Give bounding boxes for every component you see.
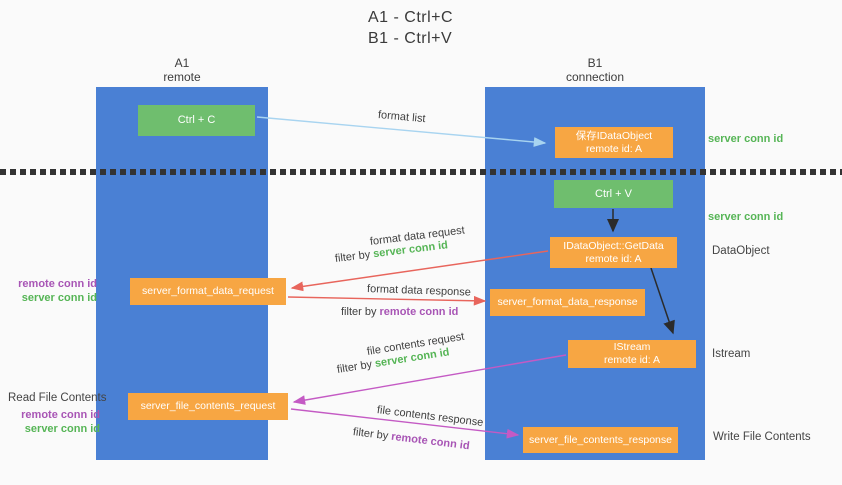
left-bottom-conn-ids: remote conn id server conn id [8, 409, 100, 436]
save-idataobject-line1: 保存IDataObject [575, 129, 653, 142]
label-istream-side: Istream [712, 348, 751, 360]
filter-id-remote-conn-1: remote conn id [379, 306, 459, 318]
node-server-file-contents-request: server_file_contents_request [128, 393, 288, 420]
lane-a1-role: remote [163, 70, 201, 84]
label-remote-conn-id-bottom: remote conn id [21, 409, 100, 421]
node-server-file-contents-response: server_file_contents_response [523, 427, 678, 453]
node-save-idataobject: 保存IDataObject remote id: A [555, 127, 673, 158]
lane-b1-role: connection [565, 70, 625, 84]
lane-a1-header: A1 remote [96, 56, 268, 84]
copy-paste-divider-dotted-line [0, 169, 842, 175]
node-server-format-data-request: server_format_data_request [130, 278, 286, 305]
server-file-contents-response-label: server_file_contents_response [528, 433, 672, 446]
ctrl-c-label: Ctrl + C [177, 114, 216, 126]
server-format-data-request-label: server_format_data_request [142, 285, 274, 297]
label-server-conn-id-top: server conn id [708, 133, 784, 145]
server-format-data-response-label: server_format_data_response [497, 296, 638, 308]
server-file-contents-request-label: server_file_contents_request [140, 400, 276, 412]
ctrl-v-label: Ctrl + V [595, 187, 632, 200]
title-line-b1: B1 - Ctrl+V [368, 30, 453, 47]
label-write-file-contents: Write File Contents [713, 431, 811, 443]
label-read-file-contents: Read File Contents [8, 392, 107, 404]
lane-a1-name: A1 [174, 56, 190, 70]
getdata-line2: remote id: A [585, 252, 642, 265]
label-filter-by-remote-conn-id-2: filter by remote conn id [352, 426, 470, 452]
label-server-conn-id-left-bottom: server conn id [24, 422, 100, 435]
node-istream: IStream remote id: A [568, 340, 696, 368]
save-idataobject-line2: remote id: A [585, 142, 643, 155]
istream-line2: remote id: A [603, 354, 661, 366]
filter-by-prefix-2: filter by [341, 306, 380, 318]
filter-id-remote-conn-2: remote conn id [390, 430, 471, 453]
node-server-format-data-response: server_format_data_response [490, 289, 645, 316]
node-idataobject-getdata: IDataObject::GetData remote id: A [550, 237, 677, 268]
node-ctrl-c: Ctrl + C [138, 105, 255, 136]
node-ctrl-v: Ctrl + V [554, 180, 673, 208]
label-format-data-response: format data response [366, 283, 472, 299]
label-dataobject: DataObject [712, 245, 770, 257]
left-mid-conn-ids: remote conn id server conn id [8, 278, 97, 305]
label-server-conn-id-mid: server conn id [708, 211, 784, 223]
title-line-a1: A1 - Ctrl+C [368, 9, 454, 26]
label-remote-conn-id-mid: remote conn id [18, 278, 97, 290]
istream-line1: IStream [613, 341, 651, 353]
lane-b1-name: B1 [587, 56, 603, 70]
label-filter-by-remote-conn-id-1: filter by remote conn id [341, 306, 458, 318]
label-server-conn-id-left-mid: server conn id [21, 291, 97, 304]
getdata-line1: IDataObject::GetData [563, 239, 664, 252]
filter-by-prefix-3: filter by [336, 358, 376, 376]
filter-by-prefix-4: filter by [352, 426, 392, 443]
label-format-list: format list [377, 109, 427, 126]
filter-by-prefix-1: filter by [334, 248, 374, 265]
lane-b1-header: B1 connection [485, 56, 705, 84]
diagram-title: A1 - Ctrl+C B1 - Ctrl+V [368, 7, 453, 49]
label-file-contents-response: file contents response [376, 404, 484, 429]
